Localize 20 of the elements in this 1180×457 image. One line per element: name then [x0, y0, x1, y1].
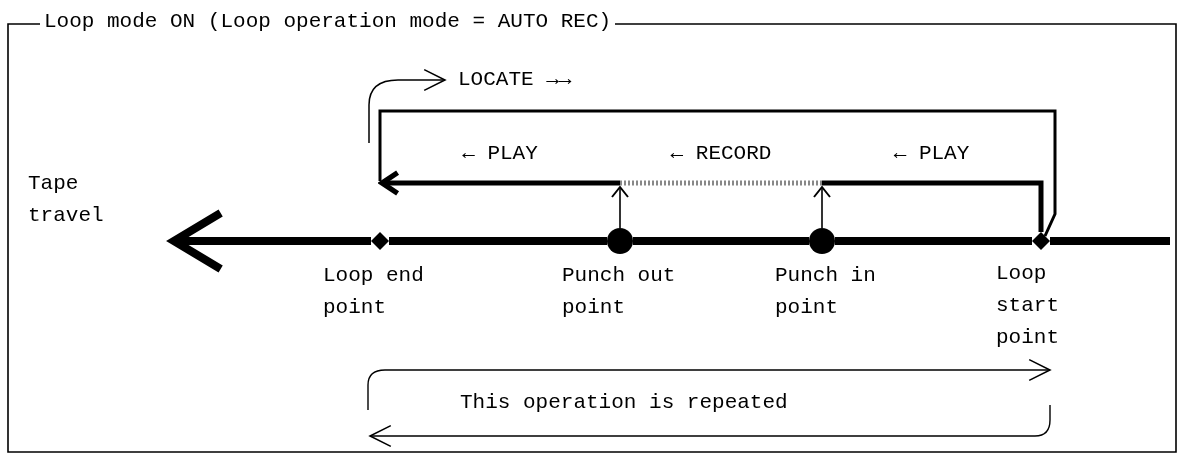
point-label: Loop end point	[323, 263, 425, 321]
point-label: Punch out point	[562, 263, 677, 321]
point-label: Loop start point	[996, 261, 1060, 351]
node-text: Tape travel	[28, 168, 168, 232]
play-line	[379, 170, 620, 196]
point-marker-diamond	[371, 232, 389, 250]
point-marker-diamond	[1032, 232, 1050, 250]
point-label: Punch in point	[775, 263, 877, 321]
leader-arrow	[813, 186, 831, 229]
point-marker-circle	[607, 228, 633, 254]
tape-line	[389, 237, 607, 245]
tape-arrow	[169, 208, 371, 274]
leader-arrow	[611, 186, 629, 229]
tape-line	[633, 237, 809, 245]
record-line	[620, 180, 822, 186]
locate-line	[378, 109, 1057, 237]
note-text: This operation is repeated	[460, 390, 788, 416]
tape-line	[835, 237, 1032, 245]
point-marker-circle	[809, 228, 835, 254]
play-line	[822, 180, 1044, 232]
